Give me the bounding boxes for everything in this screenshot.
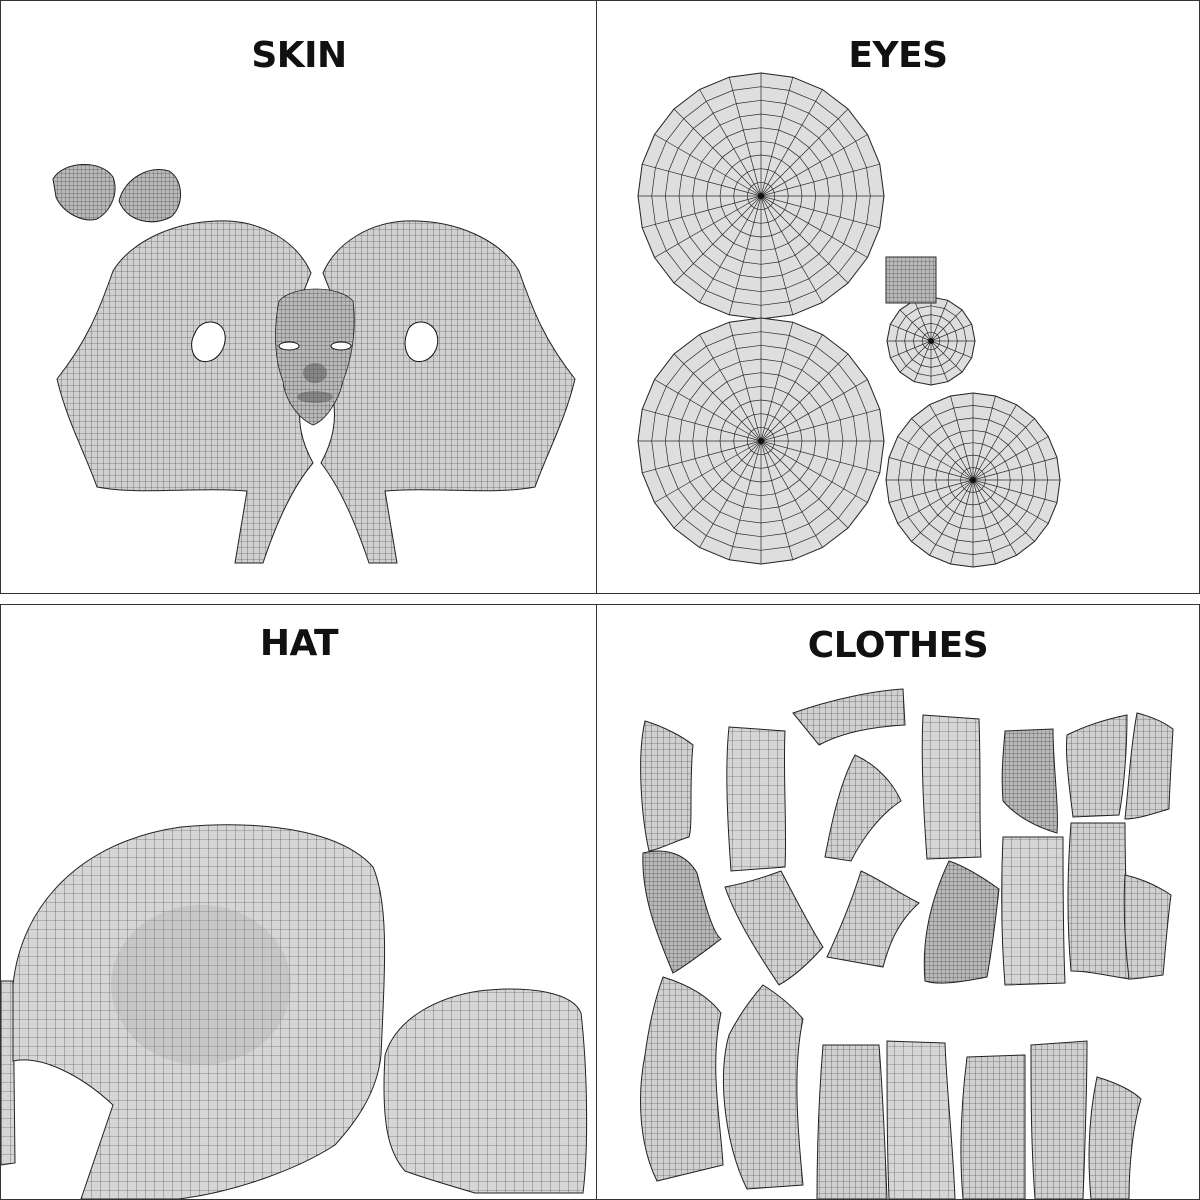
clothes-piece: [886, 1040, 956, 1199]
ear-hole-left: [191, 321, 226, 363]
clothes-piece: [640, 976, 724, 1182]
ear-uv-left: [52, 164, 116, 221]
eye-disc-uv: [637, 317, 885, 565]
eye-patch-uv: [885, 256, 937, 304]
clothes-piece: [792, 688, 906, 746]
hat-title: HAT: [259, 623, 339, 664]
eye-disc-uv: [886, 296, 976, 386]
hat-panel: HAT: [0, 604, 598, 1200]
hat-brim-strip: [1, 980, 16, 1166]
clothes-title: CLOTHES: [807, 625, 989, 666]
clothes-panel: CLOTHES: [596, 604, 1200, 1200]
clothes-piece: [642, 850, 722, 974]
nose: [303, 363, 327, 383]
eyes-uv-layout: [637, 72, 1061, 568]
eye-disc-uv: [885, 392, 1061, 568]
clothes-piece: [1001, 836, 1066, 986]
eye-hole-left: [278, 341, 300, 351]
clothes-piece: [826, 870, 920, 968]
clothes-piece: [923, 860, 1000, 984]
ear-hole-right: [404, 321, 439, 363]
clothes-piece: [960, 1054, 1026, 1199]
hat-center-detail: [111, 905, 291, 1065]
clothes-piece: [816, 1044, 888, 1199]
face-uv: [275, 288, 355, 426]
hat-crown-uv: [12, 824, 386, 1199]
eye-hole-right: [330, 341, 352, 351]
clothes-piece: [1088, 1076, 1142, 1199]
eyes-panel: EYES: [596, 0, 1200, 594]
hat-uv-layout: [1, 824, 588, 1199]
clothes-piece: [640, 720, 694, 852]
clothes-piece: [724, 870, 824, 986]
ear-uv-right: [118, 169, 181, 223]
clothes-piece: [1067, 822, 1130, 980]
head-uv-right: [320, 220, 576, 564]
head-uv-left: [56, 220, 314, 564]
clothes-piece: [1124, 712, 1174, 820]
eye-disc-uv: [637, 72, 885, 320]
hat-side-uv: [383, 988, 588, 1194]
mouth: [297, 391, 333, 403]
skin-panel: SKIN: [0, 0, 598, 594]
skin-title: SKIN: [251, 35, 347, 76]
clothes-piece: [921, 714, 982, 860]
clothes-uv-layout: [640, 688, 1174, 1199]
clothes-piece: [1123, 874, 1172, 980]
clothes-piece: [722, 984, 804, 1190]
clothes-piece: [1030, 1040, 1088, 1199]
clothes-piece: [726, 726, 787, 872]
eyes-title: EYES: [848, 35, 948, 76]
clothes-piece: [824, 754, 902, 862]
clothes-piece: [1001, 728, 1058, 834]
clothes-piece: [1065, 714, 1128, 818]
skin-uv-layout: [52, 164, 576, 564]
